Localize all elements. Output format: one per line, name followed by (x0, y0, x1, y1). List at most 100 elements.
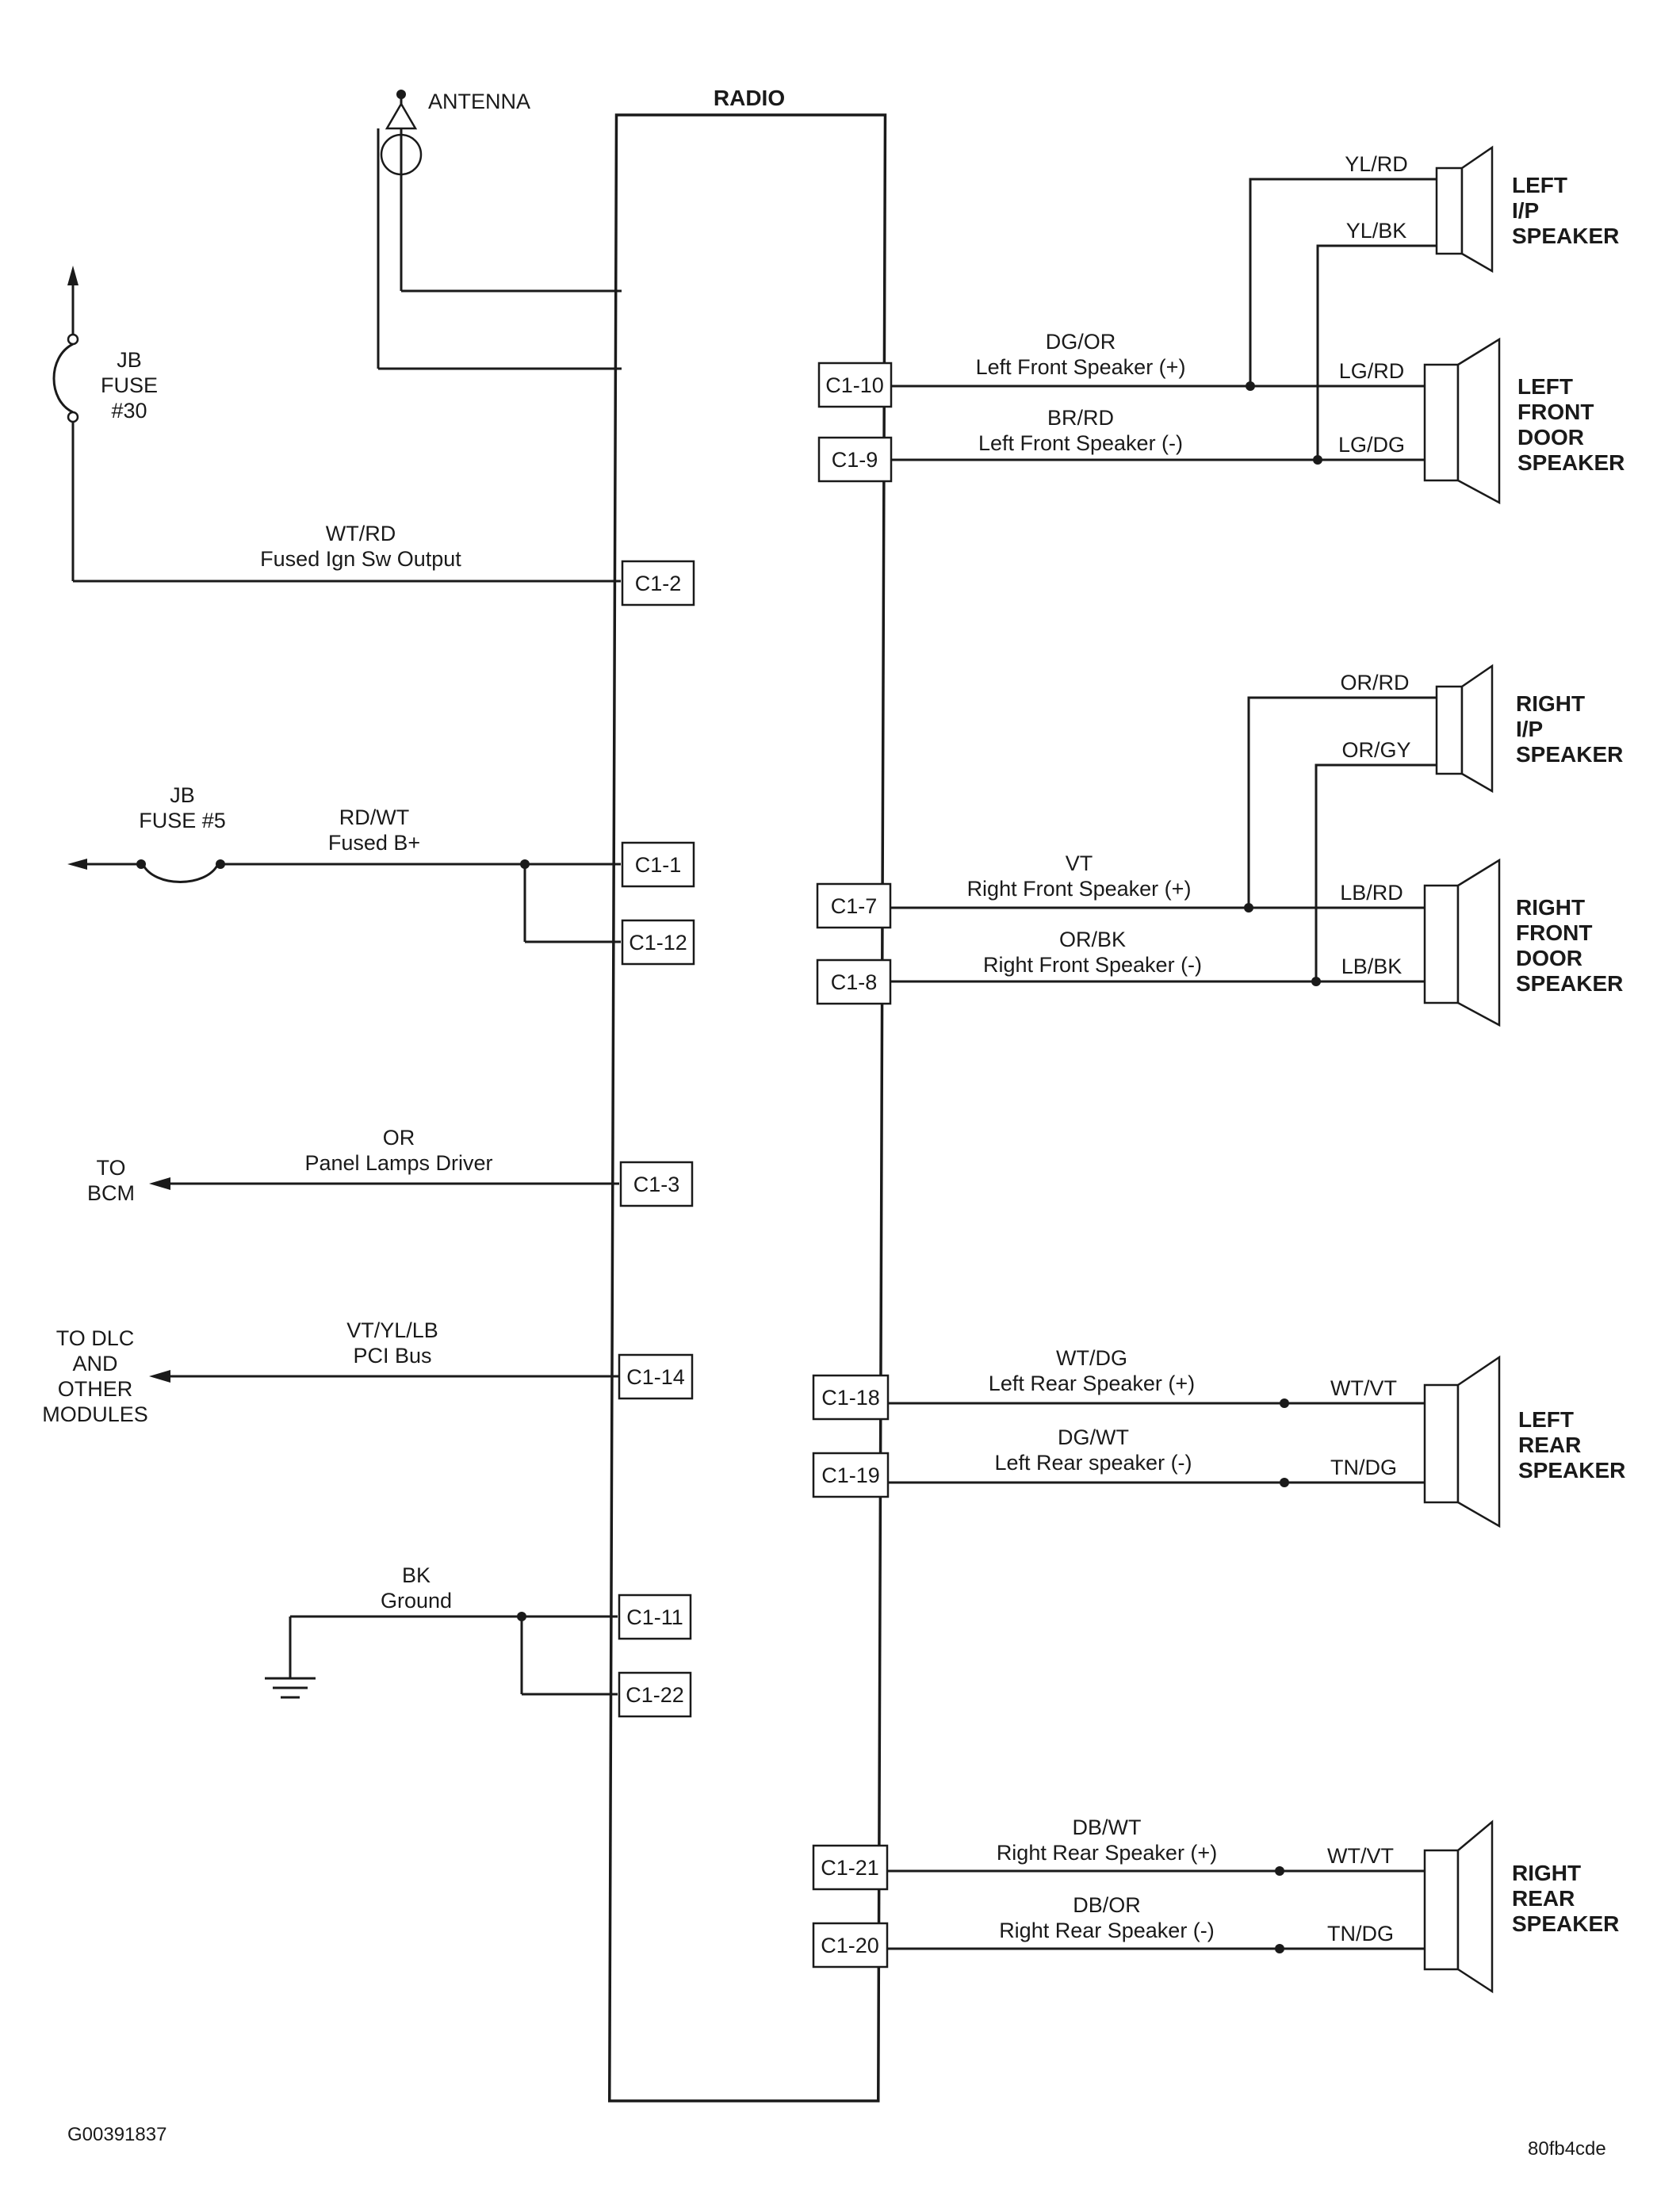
pin-c1-19 (812, 1452, 890, 1498)
lf-door-wire-neg: LG/DG (1338, 433, 1405, 457)
left-rear-wire-neg: TN/DG (1330, 1456, 1397, 1479)
pin-c1-11-label: C1-11 (626, 1605, 683, 1629)
lr-pos-wire-desc: Left Rear Speaker (+) (989, 1372, 1195, 1395)
right-ip-speaker-name-3: SPEAKER (1516, 742, 1623, 767)
pin-c1-21 (812, 1844, 889, 1891)
rr-neg-connector (1275, 1944, 1284, 1953)
jb-fuse-5-label-2: FUSE #5 (139, 809, 226, 832)
pin-c1-22-label: C1-22 (626, 1683, 684, 1707)
lf-door-speaker-name-4: SPEAKER (1517, 450, 1625, 475)
pin-c1-1-label: C1-1 (635, 853, 682, 877)
rf-pos-wire-color: VT (1066, 851, 1093, 875)
lf-pos-wire-color: DG/OR (1046, 330, 1116, 354)
pci-dest-3: OTHER (58, 1377, 133, 1401)
pin-c1-21-label: C1-21 (821, 1856, 879, 1880)
jb-fuse-5-symbol (67, 859, 225, 883)
pci-arrow (149, 1370, 170, 1383)
left-ip-speaker-name-3: SPEAKER (1512, 224, 1619, 248)
right-ip-pos-wire (1247, 696, 1437, 908)
ign-wire-desc: Fused Ign Sw Output (260, 547, 461, 571)
left-ip-neg-wire (1316, 244, 1437, 460)
left-rear-speaker-name-1: LEFT (1518, 1407, 1574, 1432)
ign-wire-color: WT/RD (326, 522, 396, 545)
right-front-door-speaker-symbol (1423, 858, 1501, 1027)
pin-c1-18-label: C1-18 (821, 1386, 880, 1410)
pin-c1-12 (621, 919, 695, 966)
panel-dest-1: TO (96, 1156, 125, 1180)
lr-neg-wire-color: DG/WT (1058, 1425, 1129, 1449)
lf-door-speaker-name-2: FRONT (1517, 400, 1594, 424)
left-ip-speaker-symbol (1435, 145, 1494, 274)
pin-c1-22 (618, 1671, 692, 1718)
right-ip-wire-pos: OR/RD (1341, 671, 1410, 694)
radio-title: RADIO (714, 86, 785, 110)
rf-door-wire-neg: LB/BK (1341, 955, 1403, 978)
rr-pos-wire-desc: Right Rear Speaker (+) (997, 1841, 1217, 1865)
left-rear-speaker-name-2: REAR (1518, 1433, 1581, 1457)
pci-wire-color: VT/YL/LB (346, 1318, 438, 1342)
pin-c1-7-label: C1-7 (831, 894, 878, 918)
rf-door-wire-pos: LB/RD (1340, 881, 1403, 905)
right-rear-speaker-name-1: RIGHT (1512, 1861, 1581, 1885)
rf-neg-wire-desc: Right Front Speaker (-) (983, 953, 1202, 977)
ground-symbol (265, 1617, 316, 1699)
right-rear-speaker-name-2: REAR (1512, 1886, 1575, 1911)
jb-fuse-5-label-1: JB (170, 783, 195, 807)
figure-code-right: 80fb4cde (1528, 2138, 1606, 2160)
rf-pos-wire-desc: Right Front Speaker (+) (967, 877, 1192, 901)
right-ip-wire-neg: OR/GY (1341, 738, 1410, 762)
panel-wire-desc: Panel Lamps Driver (304, 1151, 492, 1175)
rf-neg-wire-color: OR/BK (1059, 928, 1126, 951)
lr-neg-connector (1280, 1478, 1289, 1487)
rr-neg-wire-desc: Right Rear Speaker (-) (999, 1919, 1215, 1942)
pin-c1-10-label: C1-10 (825, 373, 884, 397)
rf-door-speaker-name-3: DOOR (1516, 946, 1582, 970)
lr-pos-wire-color: WT/DG (1056, 1346, 1127, 1370)
pin-c1-20-label: C1-20 (821, 1934, 879, 1957)
lf-neg-wire-color: BR/RD (1047, 406, 1114, 430)
jb-fuse-30-label-2: FUSE (101, 373, 158, 397)
pin-c1-2 (621, 560, 695, 606)
left-ip-wire-pos: YL/RD (1345, 152, 1408, 176)
jb-fuse-30-label-3: #30 (111, 399, 147, 423)
left-rear-speaker-name-3: SPEAKER (1518, 1458, 1625, 1483)
pci-dest-2: AND (72, 1352, 117, 1375)
panel-dest-2: BCM (87, 1181, 135, 1205)
panel-arrow (149, 1177, 170, 1190)
pin-c1-7 (816, 882, 892, 929)
pin-c1-9-label: C1-9 (832, 448, 878, 472)
left-ip-speaker-name-1: LEFT (1512, 173, 1567, 197)
batt-wire-desc: Fused B+ (328, 831, 420, 855)
panel-wire-color: OR (383, 1126, 415, 1150)
pin-c1-1 (621, 841, 695, 888)
left-ip-pos-wire (1249, 178, 1437, 386)
ground-wire-color: BK (402, 1563, 431, 1587)
pin-c1-2-label: C1-2 (635, 572, 682, 595)
left-ip-speaker-name-2: I/P (1512, 198, 1539, 223)
pin-c1-18 (812, 1374, 890, 1421)
lf-neg-wire-desc: Left Front Speaker (-) (978, 431, 1183, 455)
pci-dest-4: MODULES (42, 1402, 148, 1426)
pci-wire-desc: PCI Bus (353, 1344, 431, 1368)
left-rear-speaker-symbol (1423, 1355, 1501, 1529)
pin-c1-19-label: C1-19 (821, 1463, 880, 1487)
antenna-symbol (377, 90, 423, 369)
pin-c1-3 (619, 1161, 694, 1207)
right-rear-speaker-name-3: SPEAKER (1512, 1911, 1619, 1936)
pci-dest-1: TO DLC (56, 1326, 135, 1350)
pin-c1-9 (817, 436, 893, 483)
rr-pos-connector (1275, 1866, 1284, 1876)
left-rear-wire-pos: WT/VT (1330, 1376, 1397, 1400)
pin-c1-8-label: C1-8 (831, 970, 878, 994)
left-ip-wire-neg: YL/BK (1346, 219, 1407, 243)
lr-neg-wire-desc: Left Rear speaker (-) (994, 1451, 1192, 1475)
pin-c1-14 (618, 1353, 694, 1400)
lf-door-wire-pos: LG/RD (1339, 359, 1405, 383)
pin-c1-14-label: C1-14 (626, 1365, 685, 1389)
pin-c1-8 (816, 958, 892, 1005)
rf-door-speaker-name-1: RIGHT (1516, 895, 1585, 920)
figure-code-left: G00391837 (67, 2124, 166, 2145)
right-ip-neg-wire (1315, 763, 1437, 981)
right-ip-speaker-symbol (1435, 664, 1494, 794)
